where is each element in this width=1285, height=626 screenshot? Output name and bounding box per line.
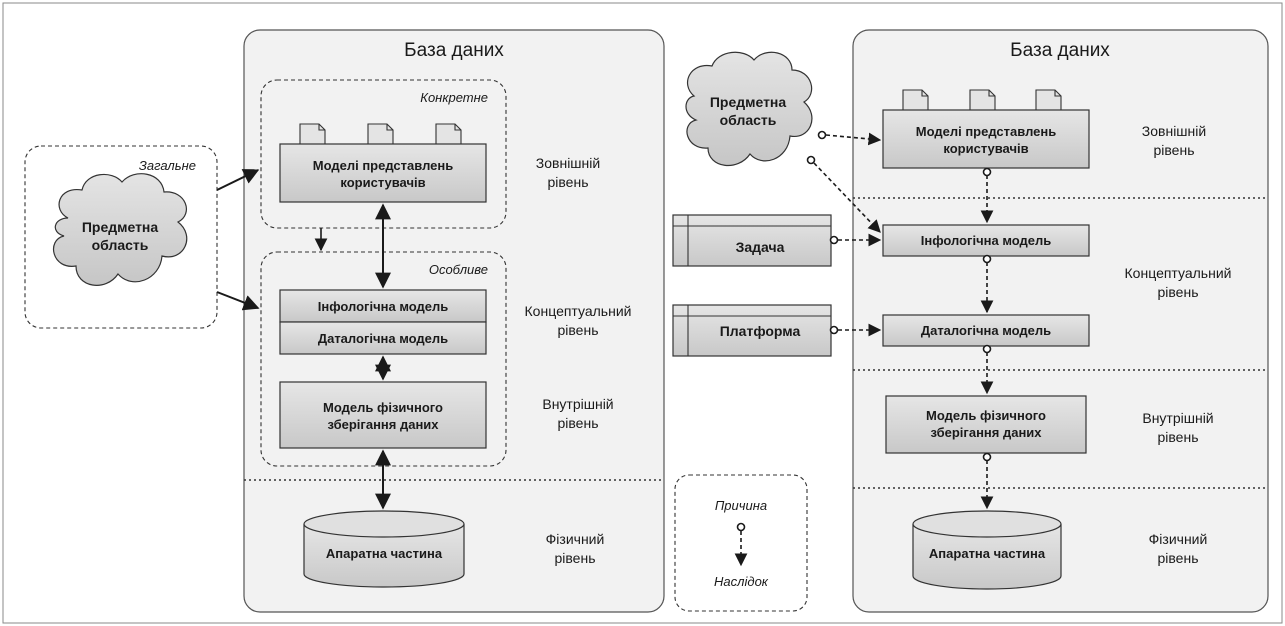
- right-level-conceptual-line1: Концептуальний: [1125, 265, 1232, 281]
- subject-area-cloud-icon: [53, 173, 188, 286]
- document-icon: [969, 89, 996, 113]
- cause-dot: [982, 167, 992, 177]
- user-models-line2: користувачів: [340, 175, 425, 190]
- legend-cause-dot: [736, 522, 746, 532]
- platform-box: [672, 304, 832, 357]
- special-label: Особливе: [429, 262, 488, 277]
- general-to-special-arrow: [216, 291, 260, 311]
- legend-box: [674, 474, 808, 612]
- right-infological-label: Інфологічна модель: [921, 233, 1052, 248]
- infological-model-box: [279, 289, 487, 323]
- cause-dot: [817, 130, 827, 140]
- subject-area-to-infological-arrow: [813, 162, 881, 233]
- level-physical-line1: Фізичний: [546, 531, 605, 547]
- legend-effect-label: Наслідок: [714, 574, 769, 589]
- platform-label: Платформа: [720, 323, 801, 339]
- right-subject-area-line1: Предметна: [710, 94, 787, 110]
- datalogical-model-label: Даталогічна модель: [318, 331, 448, 346]
- infological-model-label: Інфологічна модель: [318, 299, 449, 314]
- right-physical-storage-line1: Модель фізичного: [926, 408, 1046, 423]
- right-user-models-line1: Моделі представлень: [916, 124, 1056, 139]
- right-subject-area-line2: область: [720, 112, 777, 128]
- document-icon: [1035, 89, 1062, 113]
- cause-dot: [982, 344, 992, 354]
- document-icon: [299, 123, 326, 147]
- level-external-line1: Зовнішній: [536, 155, 600, 171]
- right-hardware-cylinder-icon: [912, 510, 1062, 590]
- level-internal-line1: Внутрішній: [542, 396, 613, 412]
- task-box: [672, 214, 832, 267]
- hardware-label: Апаратна частина: [326, 546, 443, 561]
- document-icon: [902, 89, 929, 113]
- right-datalogical-label: Даталогічна модель: [921, 323, 1051, 338]
- subject-area-line2: область: [92, 237, 149, 253]
- left-diagram: База даних Загальне Предметна область Ко…: [24, 29, 665, 613]
- right-db-title: База даних: [1010, 40, 1110, 61]
- level-internal-line2: рівень: [558, 415, 599, 431]
- level-conceptual-line2: рівень: [558, 322, 599, 338]
- task-label: Задача: [736, 239, 785, 255]
- right-datalogical-box: [882, 314, 1090, 347]
- cause-dot: [982, 254, 992, 264]
- right-hardware-label: Апаратна частина: [929, 546, 1046, 561]
- datalogical-model-box: [279, 321, 487, 355]
- physical-storage-box: [279, 381, 487, 449]
- middle-column: Предметна область Задача Платформа Причи…: [672, 51, 832, 612]
- physical-storage-line2: зберігання даних: [327, 417, 439, 432]
- right-level-physical-line2: рівень: [1158, 550, 1199, 566]
- level-physical-line2: рівень: [555, 550, 596, 566]
- right-level-physical-line1: Фізичний: [1149, 531, 1208, 547]
- cause-dot: [829, 235, 839, 245]
- right-level-conceptual-line2: рівень: [1158, 284, 1199, 300]
- cause-dot: [806, 155, 816, 165]
- legend-cause-label: Причина: [715, 498, 767, 513]
- document-icon: [435, 123, 462, 147]
- document-icon: [367, 123, 394, 147]
- user-models-box: [279, 143, 487, 203]
- right-diagram: База даних Моделі представлень користува…: [806, 29, 1269, 613]
- level-external-line2: рівень: [548, 174, 589, 190]
- user-models-line1: Моделі представлень: [313, 158, 453, 173]
- cause-dot: [982, 452, 992, 462]
- level-conceptual-line1: Концептуальний: [525, 303, 632, 319]
- right-physical-storage-box: [885, 395, 1087, 454]
- physical-storage-line1: Модель фізичного: [323, 400, 443, 415]
- right-user-models-line2: користувачів: [943, 141, 1028, 156]
- left-db-title: База даних: [404, 40, 504, 61]
- general-to-concrete-arrow: [216, 169, 260, 191]
- right-level-external-line2: рівень: [1154, 142, 1195, 158]
- subject-area-to-user-models-arrow: [825, 132, 882, 146]
- right-level-internal-line1: Внутрішній: [1142, 410, 1213, 426]
- general-label: Загальне: [139, 158, 196, 173]
- right-user-models-box: [882, 109, 1090, 169]
- right-infological-box: [882, 224, 1090, 257]
- subject-area-line1: Предметна: [82, 219, 159, 235]
- right-level-external-line1: Зовнішній: [1142, 123, 1206, 139]
- right-physical-storage-line2: зберігання даних: [930, 425, 1042, 440]
- hardware-cylinder-icon: [303, 510, 465, 588]
- right-subject-area-cloud-icon: [685, 51, 813, 167]
- right-level-internal-line2: рівень: [1158, 429, 1199, 445]
- concrete-label: Конкретне: [420, 90, 488, 105]
- cause-dot: [829, 325, 839, 335]
